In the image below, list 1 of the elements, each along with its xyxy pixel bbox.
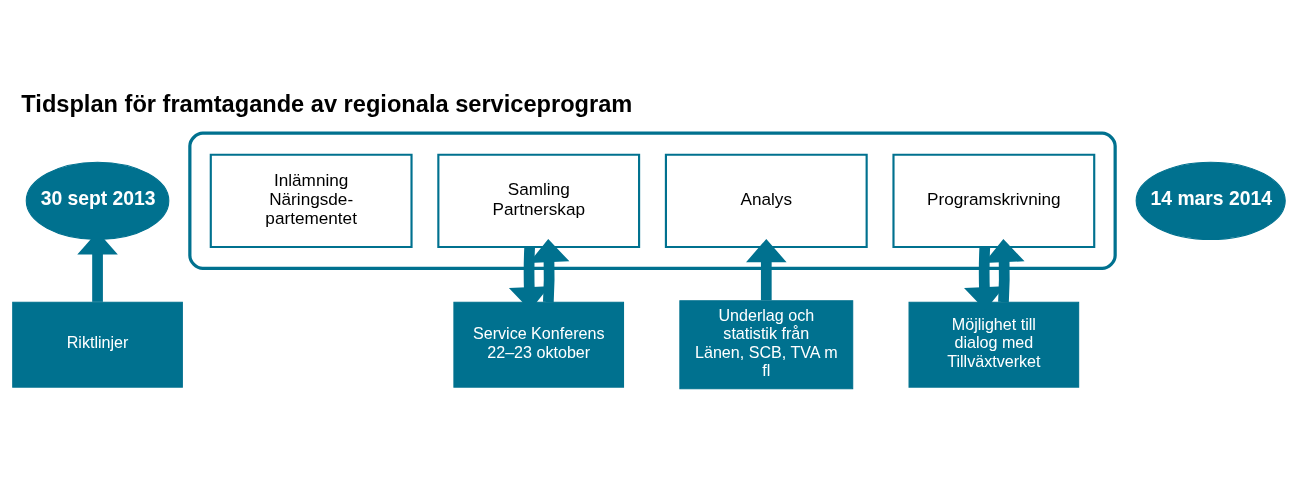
- diagram-title: Tidsplan för framtagande av regionala serviceprogram: [21, 91, 633, 118]
